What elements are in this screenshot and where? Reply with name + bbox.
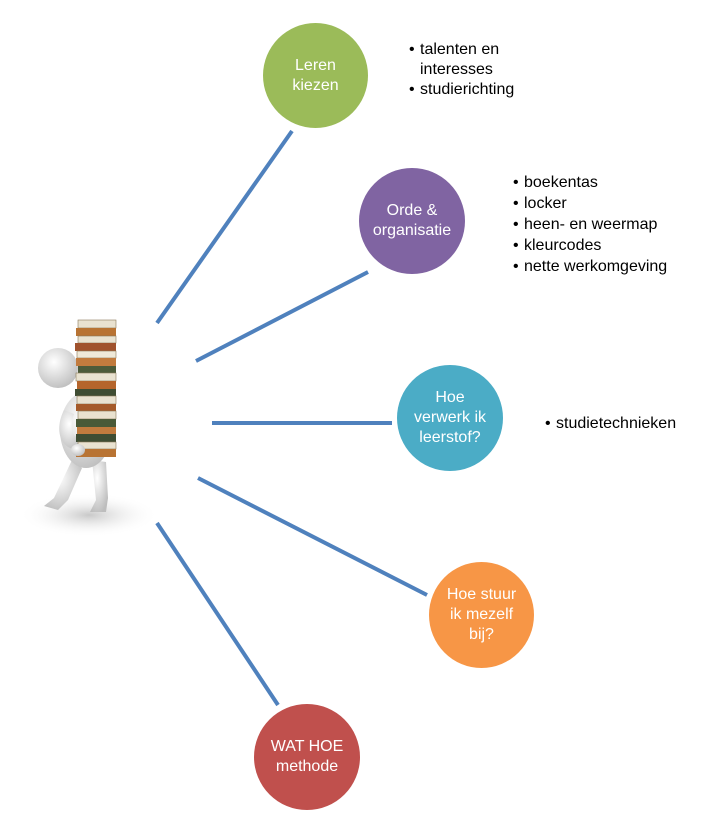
connector-line-4 [197, 476, 428, 597]
bullet-item: boekentas [513, 172, 667, 193]
bullet-item: heen- en weermap [513, 214, 667, 235]
node-wat-hoe-methode: WAT HOE methode [254, 704, 360, 810]
connector-line-1 [155, 129, 294, 325]
connector-line-2 [195, 270, 369, 363]
bullet-item: locker [513, 193, 667, 214]
bullet-list-orde-organisatie: boekentas locker heen- en weermap kleurc… [513, 172, 667, 277]
node-verwerk-leerstof: Hoe verwerk ik leerstof? [397, 365, 503, 471]
bullet-item: nette werkomgeving [513, 256, 667, 277]
person-carrying-books-icon [19, 319, 154, 537]
node-orde-organisatie: Orde & organisatie [359, 168, 465, 274]
bullet-list-leren-kiezen: talenten en interesses studierichting [409, 40, 514, 100]
bullet-item: kleurcodes [513, 235, 667, 256]
node-label: Hoe verwerk ik leerstof? [413, 389, 486, 446]
bullet-item: studietechnieken [545, 414, 676, 434]
node-stuur-mezelf-bij: Hoe stuur ik mezelf bij? [429, 562, 534, 668]
connector-line-5 [155, 521, 280, 707]
node-label: Hoe stuur ik mezelf bij? [446, 586, 517, 643]
node-label: WAT HOE methode [270, 738, 344, 775]
bullet-list-verwerk-leerstof: studietechnieken [545, 414, 676, 434]
node-leren-kiezen: Leren kiezen [263, 23, 368, 128]
node-label: Leren kiezen [292, 56, 339, 94]
bullet-item: talenten en interesses [409, 40, 514, 80]
bullet-item: studierichting [409, 80, 514, 100]
node-label: Orde & organisatie [372, 202, 452, 239]
